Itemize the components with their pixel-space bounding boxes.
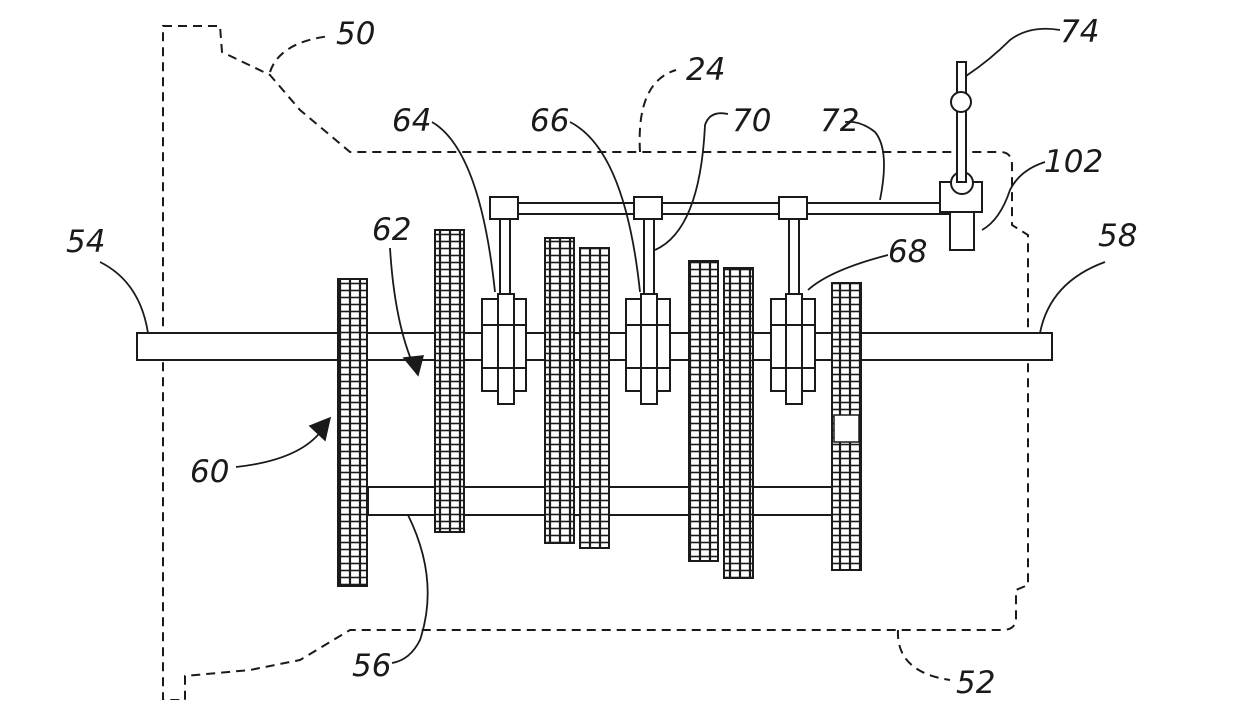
label-shift-rail: 72: [820, 103, 859, 139]
label-shift-lever: 74: [1060, 14, 1099, 50]
actuator: [939, 61, 983, 251]
label-output-shaft: 58: [1098, 218, 1137, 254]
collar-3-sleeve: [785, 293, 803, 405]
label-countershaft: 56: [352, 648, 391, 684]
shift-rail: [489, 202, 971, 215]
shift-lever-ball: [950, 91, 972, 113]
label-input-shaft: 54: [66, 224, 105, 260]
fork-stem-3: [788, 218, 800, 300]
gear-5: [688, 260, 719, 562]
label-collar-2: 66: [530, 103, 569, 139]
label-housing-rear: 52: [956, 665, 995, 700]
collar-2-sleeve: [640, 293, 658, 405]
fork-stem-2: [643, 218, 655, 300]
input-shaft: [136, 332, 448, 361]
label-gearset-a: 60: [190, 454, 229, 490]
gear-3: [544, 237, 575, 544]
fork-block-3: [778, 196, 808, 220]
collars: [481, 293, 816, 405]
gear-4: [579, 247, 610, 549]
label-gearset-b: 62: [372, 212, 411, 248]
label-shift-fork: 70: [732, 103, 771, 139]
gear-2: [434, 229, 465, 533]
fork-block-1: [489, 196, 519, 220]
shift-lever-rod: [956, 61, 967, 183]
label-actuator: 102: [1044, 144, 1103, 180]
leader-lines: [99, 27, 1106, 681]
label-collar-1: 64: [392, 103, 431, 139]
fork-stem-1: [499, 218, 511, 300]
shift-mechanism: [489, 196, 971, 300]
label-transmission: 24: [686, 52, 725, 88]
actuator-stub: [949, 211, 975, 251]
fork-block-2: [633, 196, 663, 220]
label-collar-3: 68: [888, 234, 927, 270]
gears: [337, 229, 862, 587]
gear-1: [337, 278, 368, 587]
label-housing-front: 50: [336, 16, 375, 52]
collar-1-sleeve: [497, 293, 515, 405]
gear-7-gap: [833, 414, 860, 443]
gear-6: [723, 267, 754, 579]
